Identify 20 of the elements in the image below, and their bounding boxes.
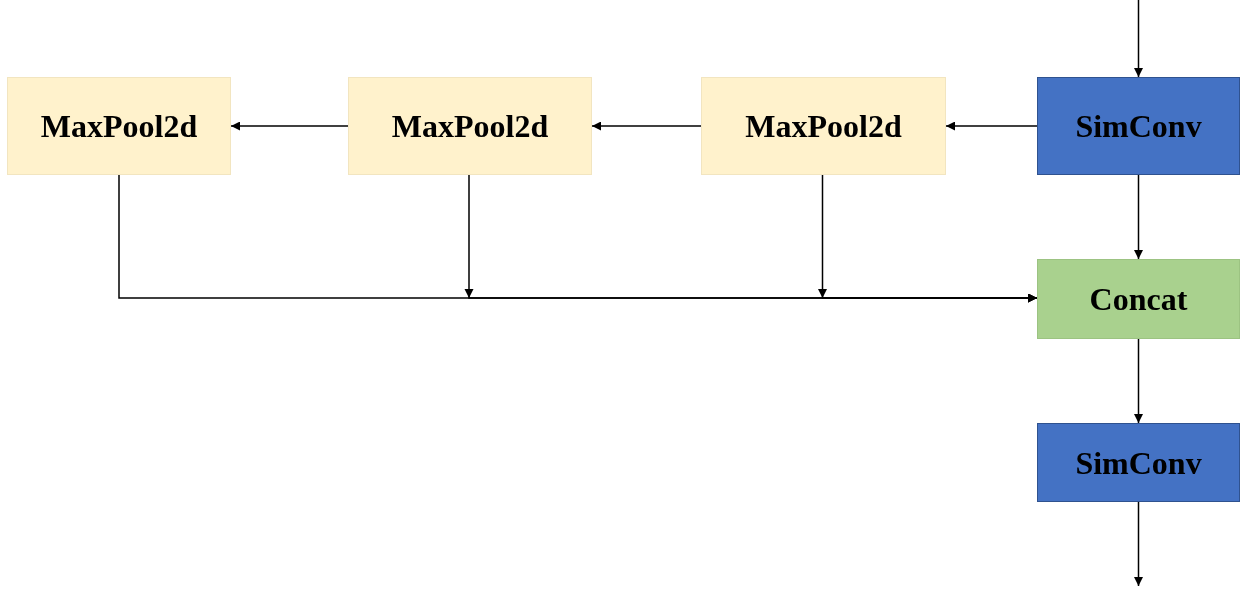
box-label: MaxPool2d bbox=[745, 110, 902, 142]
box-label: SimConv bbox=[1075, 446, 1202, 479]
arrow bbox=[1134, 174, 1143, 260]
arrow bbox=[118, 174, 1038, 303]
process-box bbox=[1037, 77, 1240, 175]
process-box bbox=[348, 77, 592, 175]
box-label: SimConv bbox=[1075, 110, 1202, 142]
arrow bbox=[1134, 0, 1143, 78]
process-box bbox=[701, 77, 946, 175]
arrow bbox=[945, 121, 1038, 131]
box-label: MaxPool2d bbox=[391, 110, 549, 142]
process-box bbox=[1037, 259, 1240, 339]
arrow bbox=[1134, 338, 1143, 424]
arrow bbox=[1134, 501, 1143, 587]
arrow bbox=[591, 121, 702, 131]
process-box bbox=[1037, 423, 1240, 502]
box-label: Concat bbox=[1089, 283, 1188, 315]
box-label: MaxPool2d bbox=[40, 110, 198, 142]
process-box bbox=[7, 77, 231, 175]
arrow bbox=[230, 121, 349, 131]
